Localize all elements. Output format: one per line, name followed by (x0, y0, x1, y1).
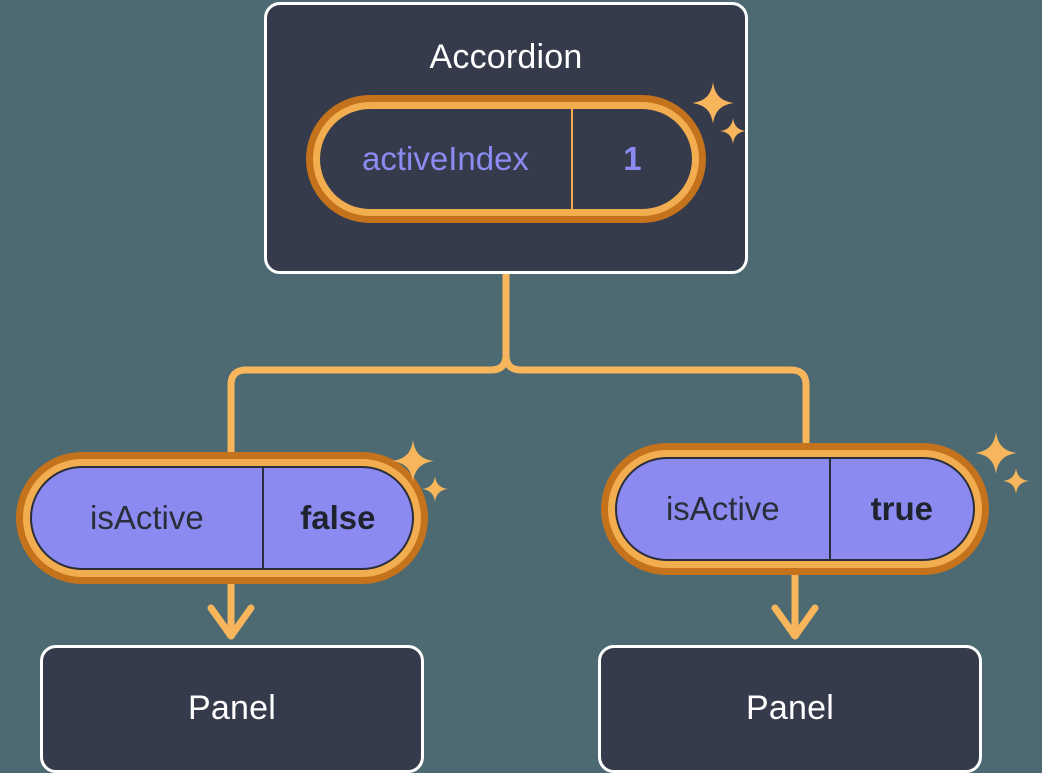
state-key-is-active: isActive (617, 459, 831, 559)
state-pill-ring: activeIndex 1 (313, 102, 699, 216)
state-pill-body: isActive true (615, 457, 975, 561)
state-key-active-index: activeIndex (320, 109, 573, 209)
component-title-panel-right: Panel (746, 689, 834, 727)
state-pill-body: isActive false (30, 466, 414, 570)
wire-root-to-right (502, 270, 810, 459)
state-pill-is-active-true[interactable]: isActive true (601, 443, 989, 575)
component-node-panel-left[interactable]: Panel (40, 645, 424, 773)
state-pill-ring: isActive false (23, 459, 421, 577)
sparkle-icon (975, 432, 1017, 474)
sparkle-icon (422, 476, 448, 502)
state-pill-is-active-false[interactable]: isActive false (16, 452, 428, 584)
arrowhead-left (207, 604, 255, 640)
state-pill-active-index[interactable]: activeIndex 1 (306, 95, 706, 223)
state-value-is-active: true (870, 490, 933, 527)
arrowhead-right (771, 604, 819, 640)
state-value-is-active: false (300, 499, 376, 536)
component-node-panel-right[interactable]: Panel (598, 645, 982, 773)
state-pill-ring: isActive true (608, 450, 982, 568)
sparkle-icon (1003, 468, 1029, 494)
state-key-is-active: isActive (32, 468, 264, 568)
component-title-panel-left: Panel (188, 689, 276, 727)
component-title-accordion: Accordion (429, 38, 583, 76)
wire-root-to-left (227, 270, 510, 464)
state-value-active-index: 1 (623, 140, 642, 177)
state-pill-body: activeIndex 1 (320, 109, 692, 209)
